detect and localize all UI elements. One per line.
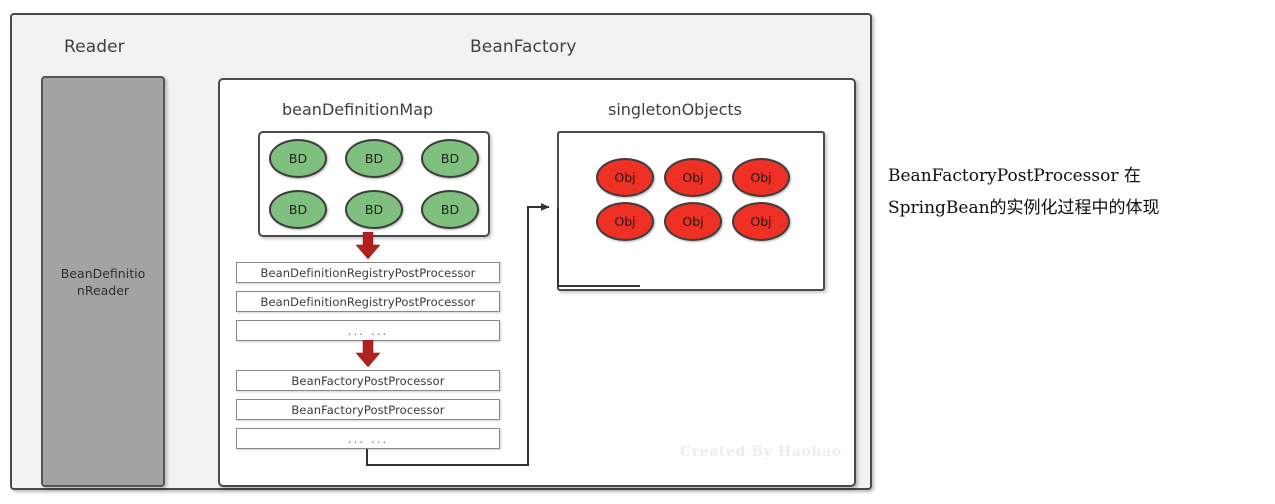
factory-post-processor-ellipsis-row: ... ... xyxy=(236,428,500,449)
registry-post-processor-ellipsis-row: ... ... xyxy=(236,320,500,341)
down-arrow-icon xyxy=(355,231,381,260)
singleton-object-node: Obj xyxy=(732,201,790,241)
bean-definition-node: BD xyxy=(421,190,479,229)
annotation-text: BeanFactoryPostProcessor 在 SpringBean的实例… xyxy=(888,160,1263,224)
singleton-objects-title: singletonObjects xyxy=(608,100,743,119)
bean-definition-node: BD xyxy=(345,190,403,229)
annotation-line-1: BeanFactoryPostProcessor 在 xyxy=(888,166,1141,186)
factory-post-processor-row: BeanFactoryPostProcessor xyxy=(236,370,500,391)
singleton-object-node: Obj xyxy=(732,157,790,197)
bean-definition-map-container: BD BD BD BD BD BD xyxy=(258,131,490,237)
down-arrow-icon xyxy=(355,339,381,368)
singleton-object-node: Obj xyxy=(596,157,654,197)
beanfactory-section-title: BeanFactory xyxy=(470,37,577,57)
singleton-object-node: Obj xyxy=(664,201,722,241)
singleton-objects-grid: Obj Obj Obj Obj Obj Obj xyxy=(591,155,795,243)
bean-definition-map-title: beanDefinitionMap xyxy=(282,100,434,119)
bean-definition-node: BD xyxy=(269,139,327,178)
bean-definition-node: BD xyxy=(421,139,479,178)
bean-definition-node: BD xyxy=(345,139,403,178)
singleton-object-node: Obj xyxy=(596,201,654,241)
bean-definition-node: BD xyxy=(269,190,327,229)
bean-definition-reader-label: BeanDefinitionReader xyxy=(60,265,146,298)
reader-section-title: Reader xyxy=(64,37,125,57)
singleton-object-node: Obj xyxy=(664,157,722,197)
annotation-line-2: SpringBean的实例化过程中的体现 xyxy=(888,198,1160,218)
watermark: Created By Haohao xyxy=(680,444,842,460)
registry-post-processor-row: BeanDefinitionRegistryPostProcessor xyxy=(236,262,500,283)
bean-definition-reader-box: BeanDefinitionReader xyxy=(41,76,165,487)
factory-post-processor-row: BeanFactoryPostProcessor xyxy=(236,399,500,420)
singleton-objects-container: Obj Obj Obj Obj Obj Obj xyxy=(557,131,825,291)
registry-post-processor-row: BeanDefinitionRegistryPostProcessor xyxy=(236,291,500,312)
